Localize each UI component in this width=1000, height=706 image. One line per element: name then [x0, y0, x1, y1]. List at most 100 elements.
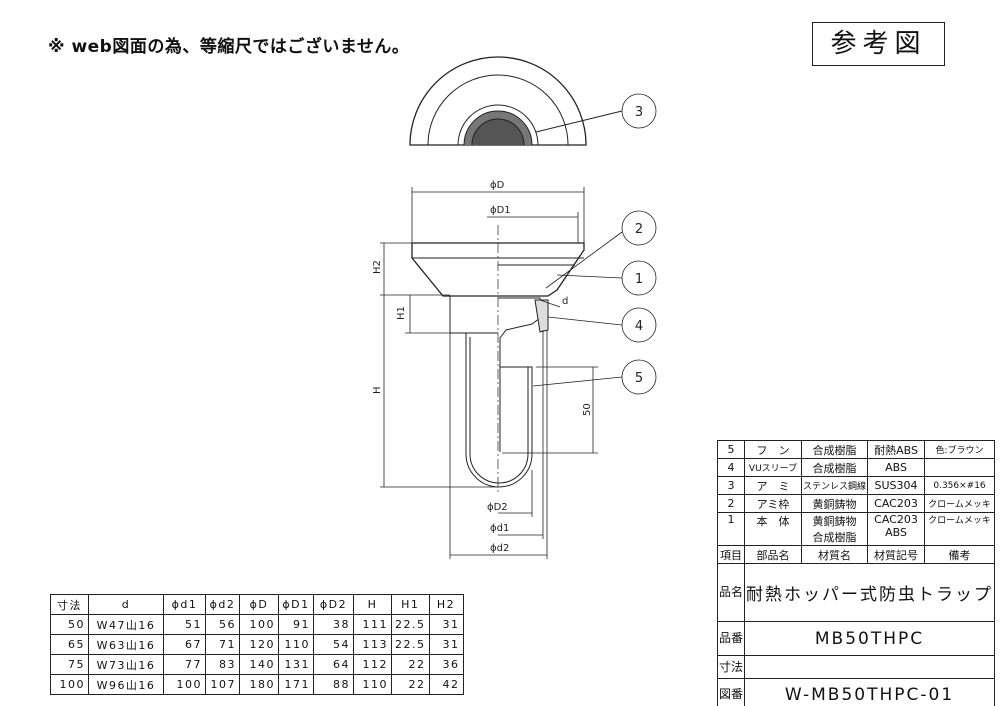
dimension-lines [380, 187, 623, 559]
balloon-1: 1 [621, 260, 657, 296]
header-cell: ϕd1 [163, 594, 206, 615]
cell: 111 [353, 614, 392, 635]
size-label: 寸法 [716, 655, 746, 679]
product-number-label: 品番 [716, 621, 746, 656]
top-view [409, 56, 623, 146]
cell: 100 [239, 614, 279, 635]
cell: 75 [50, 654, 89, 675]
svg-text:2: 2 [635, 222, 643, 237]
svg-text:4: 4 [635, 319, 643, 334]
cell: 83 [205, 654, 240, 675]
section-view [411, 225, 585, 495]
product-name-row: 品名耐熱ホッパー式防虫トラップ [716, 563, 996, 622]
part-balloons: 3 2 1 4 5 [621, 93, 657, 395]
cell: 51 [163, 614, 206, 635]
dim-label-D1: ϕD1 [490, 205, 511, 216]
header-cell: ϕd2 [205, 594, 240, 615]
header-cell: ϕD1 [278, 594, 314, 615]
cell: 0.356×#16 [924, 476, 996, 495]
svg-text:5: 5 [635, 371, 643, 386]
cell: 2 [716, 494, 746, 513]
cell: ア ミ [744, 476, 803, 495]
header-cell: ϕD2 [313, 594, 354, 615]
cell: 67 [163, 634, 206, 655]
header-cell: H1 [391, 594, 430, 615]
cell: 91 [278, 614, 314, 635]
size-value [744, 655, 996, 679]
drawing-number: W-MB50THPC-01 [744, 678, 996, 706]
product-number: MB50THPC [744, 621, 996, 656]
cell: ステンレス鋼線 [801, 476, 869, 495]
cell: 耐熱ABS [867, 440, 926, 459]
cell: 5 [716, 440, 746, 459]
dimension-text: ϕD ϕD1 ϕD2 ϕd1 ϕd2 d H2 H1 H 50 [372, 180, 593, 554]
svg-text:1: 1 [635, 272, 643, 287]
cell [924, 458, 996, 477]
dim-label-H2: H2 [372, 260, 383, 274]
cell: W96山16 [88, 674, 164, 695]
header-cell: d [88, 594, 164, 615]
cell: 合成樹脂 [801, 458, 869, 477]
cell: 色:ブラウン [924, 440, 996, 459]
cell: 22.5 [391, 634, 430, 655]
dim-label-d: d [562, 296, 568, 307]
cell: 180 [239, 674, 279, 695]
dim-label-H1: H1 [396, 306, 407, 320]
header-cell: 備考 [924, 545, 996, 564]
cell: 4 [716, 458, 746, 477]
header-cell: H2 [428, 594, 464, 615]
cell: 171 [278, 674, 314, 695]
header-cell: 寸法 [50, 594, 89, 615]
cell: 77 [163, 654, 206, 675]
cell: 107 [205, 674, 240, 695]
cell: 100 [163, 674, 206, 695]
product-name: 耐熱ホッパー式防虫トラップ [744, 563, 996, 622]
cell: 本 体 [744, 512, 803, 546]
dim-label-H: H [372, 386, 383, 394]
cell: 112 [353, 654, 392, 675]
cell: 1 [716, 512, 746, 546]
balloon-2: 2 [621, 210, 657, 246]
cell: W73山16 [88, 654, 164, 675]
cell: ABS [867, 458, 926, 477]
cell: 22.5 [391, 614, 430, 635]
header-cell: 項目 [716, 545, 746, 564]
cell: VUスリーブ [744, 458, 803, 477]
cell: SUS304 [867, 476, 926, 495]
cell: 31 [428, 634, 464, 655]
cell: 22 [391, 674, 430, 695]
cell: 黄銅鋳物 [801, 494, 869, 513]
cell: 22 [391, 654, 430, 675]
cell: 110 [353, 674, 392, 695]
header-cell: 材質名 [801, 545, 869, 564]
size-row: 寸法 [716, 655, 996, 679]
cell: フ ン [744, 440, 803, 459]
cell: W63山16 [88, 634, 164, 655]
balloon-3: 3 [621, 93, 657, 129]
cell: 36 [428, 654, 464, 675]
cell: 黄銅鋳物 合成樹脂 [801, 512, 869, 546]
cell: クロームメッキ [924, 512, 996, 546]
cell: 54 [313, 634, 354, 655]
cell: 50 [50, 614, 89, 635]
cell: アミ枠 [744, 494, 803, 513]
parts-header-row: 項目部品名材質名材質記号備考 [716, 545, 996, 564]
cell: 71 [205, 634, 240, 655]
dim-label-D: ϕD [490, 180, 505, 191]
cell: 64 [313, 654, 354, 675]
cell: 合成樹脂 [801, 440, 869, 459]
cell: クロームメッキ [924, 494, 996, 513]
product-name-label: 品名 [716, 563, 746, 622]
balloon-5: 5 [621, 359, 657, 395]
